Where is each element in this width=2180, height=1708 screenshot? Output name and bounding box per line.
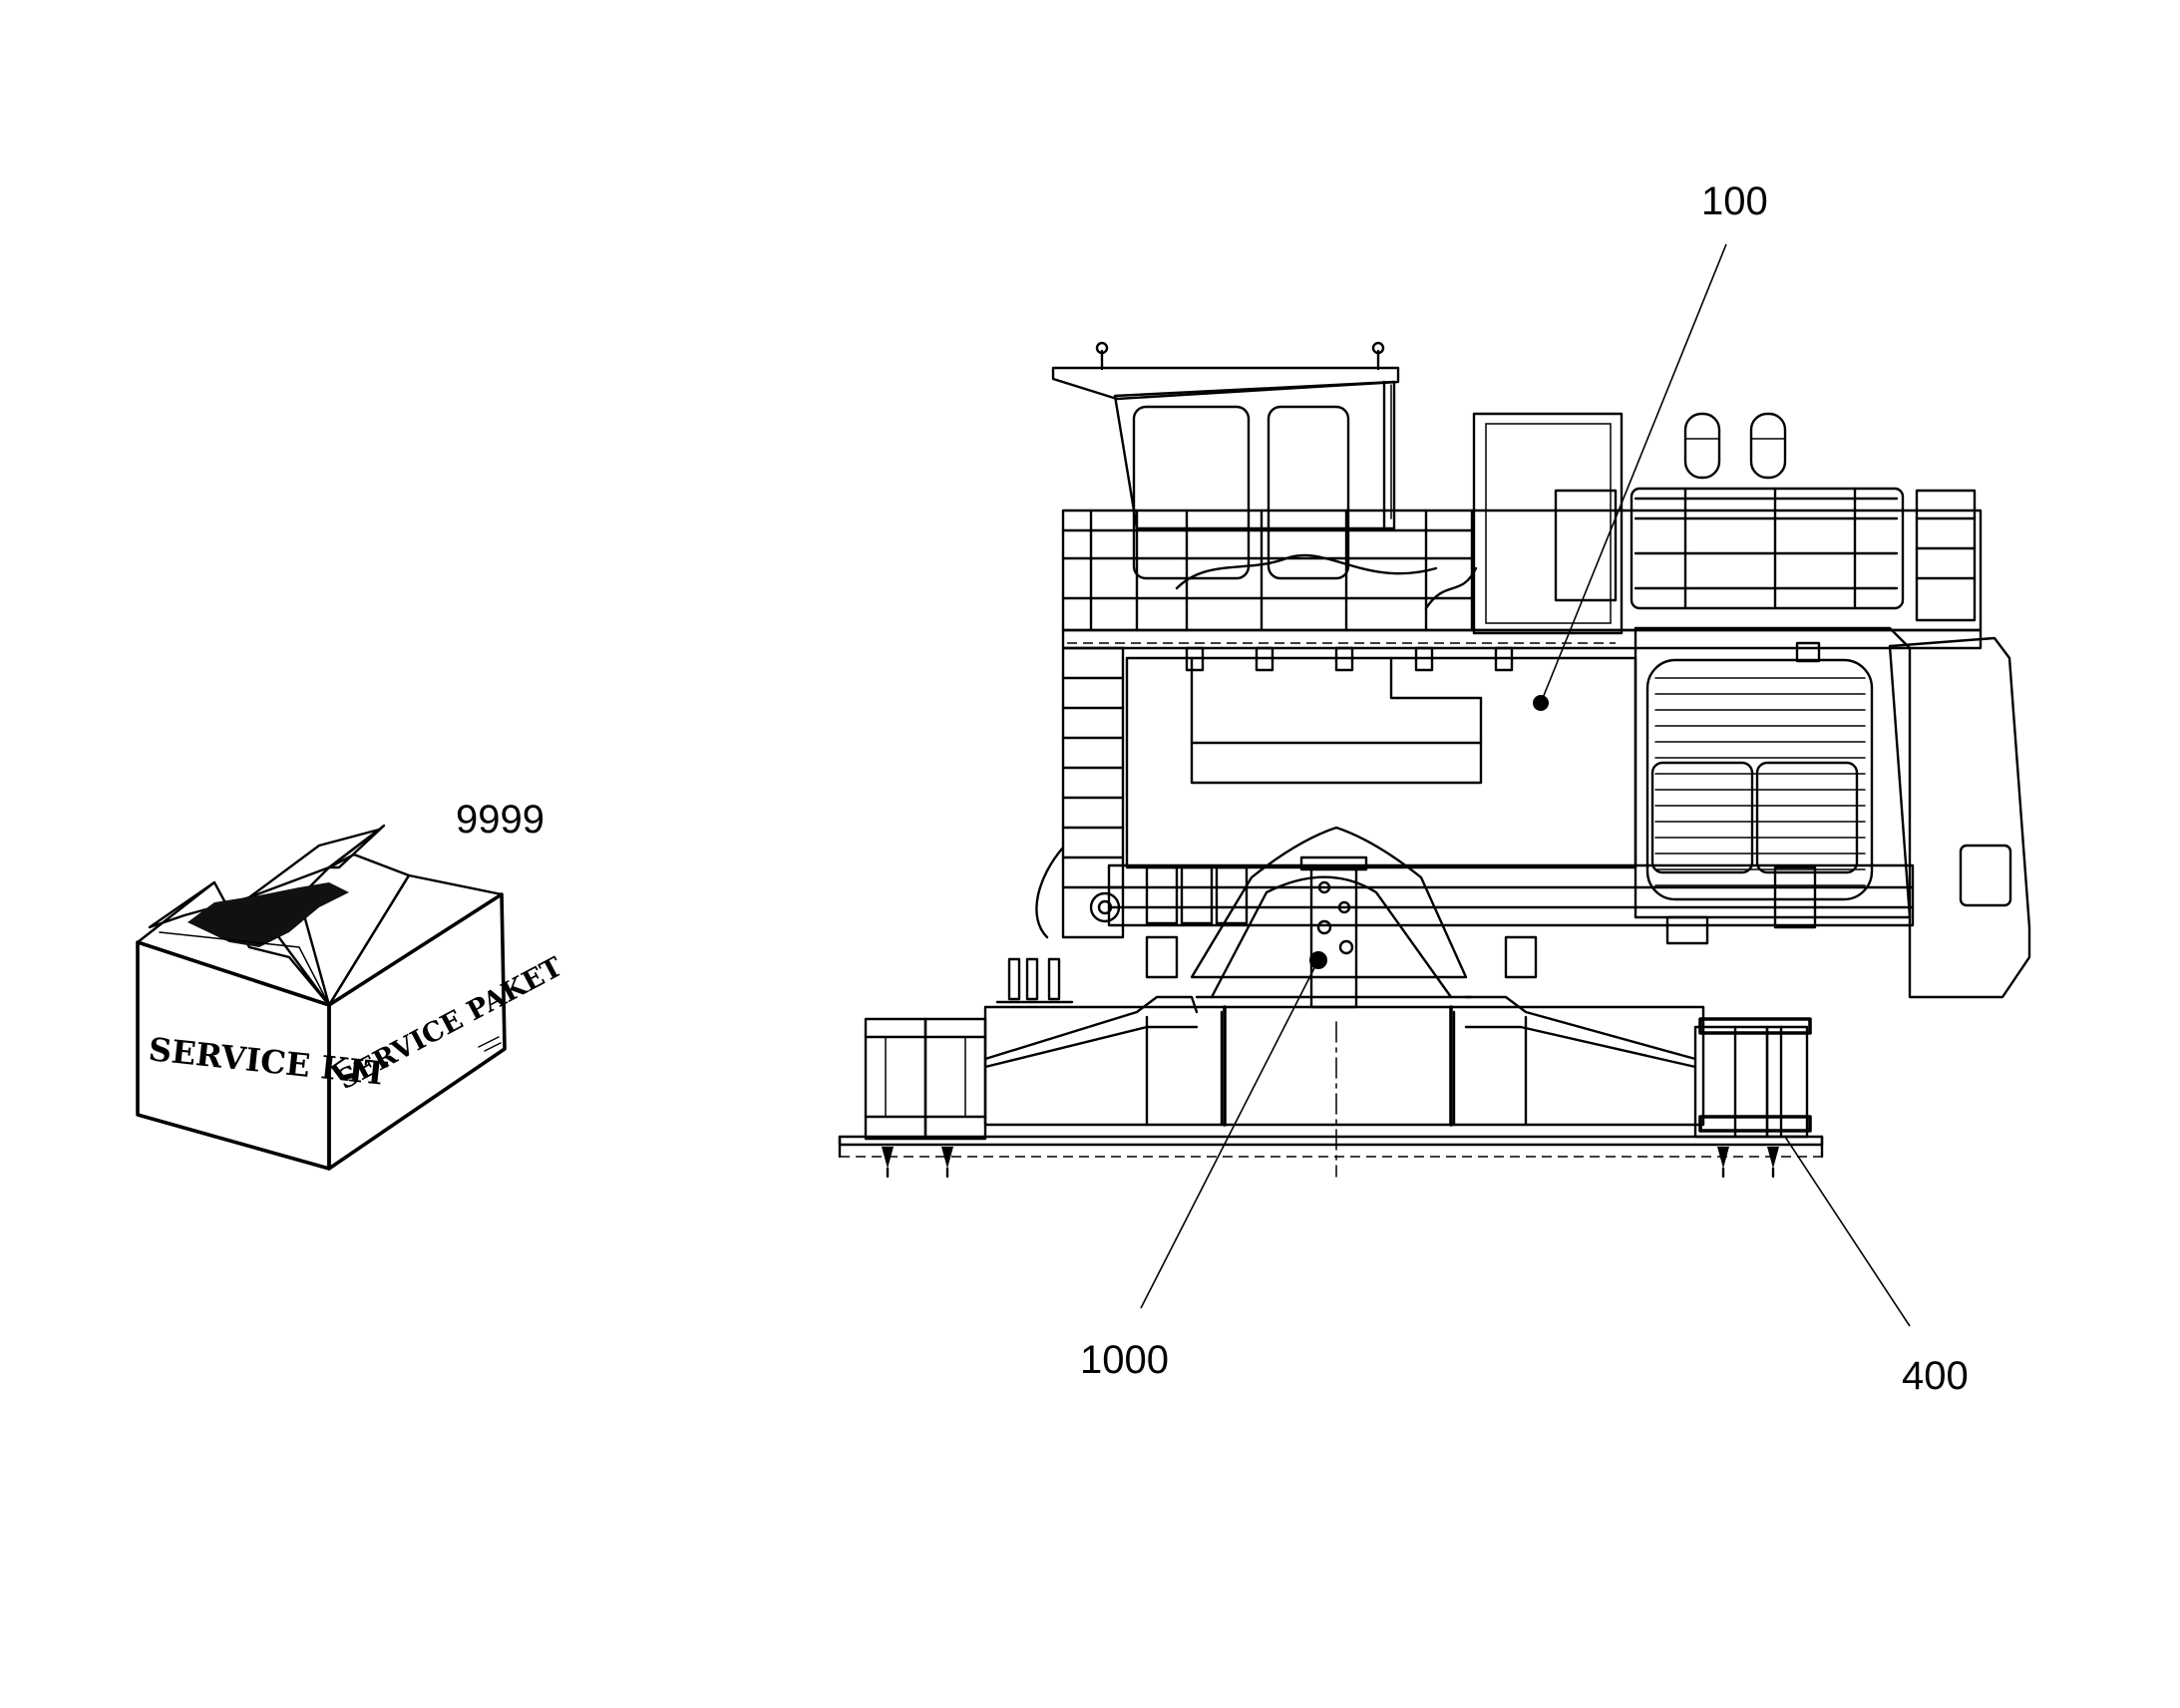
base-rail	[838, 1135, 1824, 1147]
box-right-flap	[297, 853, 411, 1007]
box-interior-shadow	[187, 882, 349, 947]
ladder-box-top	[1554, 489, 1618, 602]
cab-roof	[1051, 366, 1400, 401]
fan-guard-left	[1650, 761, 1754, 874]
operator-cab	[1113, 380, 1396, 530]
filter-canister-right	[1749, 412, 1787, 480]
carbody-right-ramp	[1464, 995, 1697, 1061]
machine-house	[1125, 656, 1637, 869]
excavator-superstructure	[1035, 341, 2031, 999]
right-roller-b	[1765, 1025, 1809, 1139]
lower-frame-rollers	[1089, 865, 1249, 925]
engine-room	[1634, 626, 1912, 919]
box-side-face	[327, 892, 507, 1171]
rear-handrail	[1630, 487, 1905, 610]
radiator-grille	[1645, 658, 1874, 901]
house-panel-outline	[1190, 656, 1483, 785]
deck-hose	[1175, 553, 1438, 590]
access-door-frame	[1485, 423, 1612, 624]
step-box	[1773, 865, 1817, 929]
callout-400: 400	[1902, 1354, 1969, 1398]
fan-guard-right	[1755, 761, 1859, 874]
callout-100: 100	[1701, 179, 1768, 223]
lower-frame-band	[1107, 863, 1915, 927]
swing-center-housing	[1190, 826, 1473, 1009]
cab-window-left	[1132, 405, 1251, 580]
carbody-frame	[983, 1005, 1705, 1127]
rear-ladder-rail	[1915, 489, 1977, 622]
leader-line-1000	[1140, 959, 1319, 1309]
cab-window-right	[1267, 405, 1350, 580]
box-side-text: SERVICE PAKET	[333, 951, 567, 1096]
access-door	[1472, 412, 1624, 635]
right-roller-a	[1693, 1025, 1769, 1139]
undercarriage	[838, 957, 1824, 1179]
leader-line-100	[1540, 243, 1727, 704]
counterweight	[1888, 636, 2031, 999]
leader-line-400	[1784, 1136, 1911, 1327]
center-cover	[1190, 826, 1468, 979]
filter-canister-left	[1683, 412, 1721, 480]
box-back-flap-edge	[327, 824, 386, 869]
callout-9999: 9999	[456, 798, 545, 842]
service-kit-box-icon: SERVICE KIT SERVICE PAKET	[136, 824, 567, 1171]
box-flap-crease	[159, 931, 330, 1006]
box-left-flap	[148, 880, 331, 1007]
carbody-left-ramp	[983, 995, 1199, 1061]
callout-1000: 1000	[1080, 1338, 1169, 1382]
radiator-fins	[1654, 677, 1866, 886]
box-top-right-edge	[327, 873, 504, 1007]
